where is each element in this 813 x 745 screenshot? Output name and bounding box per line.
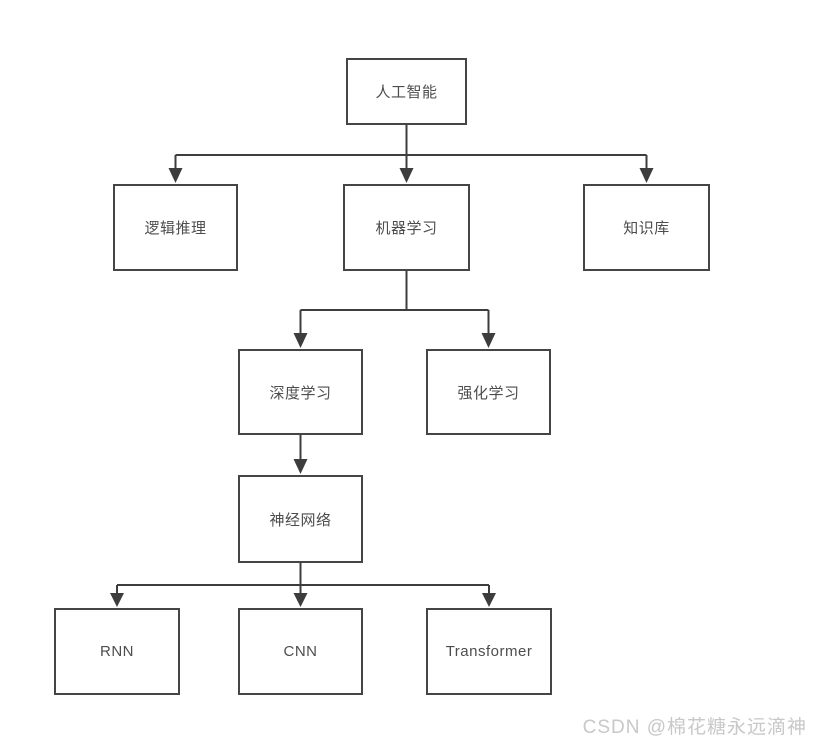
node-label: 逻辑推理 [144,220,207,237]
node-logical-reasoning: 逻辑推理 [113,184,238,271]
node-deep-learning: 深度学习 [238,349,363,435]
arrowhead-dl [293,333,308,348]
node-cnn: CNN [238,608,363,695]
node-label: RNN [100,643,134,660]
node-label: Transformer [445,643,533,660]
edge-ml-children [299,271,490,334]
arrowhead-kb [639,168,654,183]
arrowhead-nn [293,459,308,474]
node-label: 知识库 [623,220,670,237]
node-rnn: RNN [54,608,180,695]
arrowhead-rl [481,333,496,348]
node-reinforcement-learning: 强化学习 [426,349,551,435]
node-machine-learning: 机器学习 [343,184,470,271]
node-knowledge-base: 知识库 [583,184,710,271]
arrowhead-logic [168,168,183,183]
arrowhead-cnn [293,593,308,607]
node-label: CNN [283,643,318,660]
edge-ai-children [174,125,648,170]
node-label: 神经网络 [269,511,332,529]
edge-nn-children [116,563,490,594]
node-transformer: Transformer [426,608,552,695]
node-label: 机器学习 [375,220,438,237]
arrowhead-ml [399,168,414,183]
node-label: 深度学习 [269,384,332,402]
arrowhead-rnn [110,593,124,607]
node-artificial-intelligence: 人工智能 [346,58,467,125]
csdn-watermark: CSDN @棉花糖永远滴神 [582,717,807,738]
node-neural-network: 神经网络 [238,475,363,563]
arrowhead-transformer [482,593,496,607]
node-label: 人工智能 [375,84,438,101]
node-label: 强化学习 [457,384,520,402]
